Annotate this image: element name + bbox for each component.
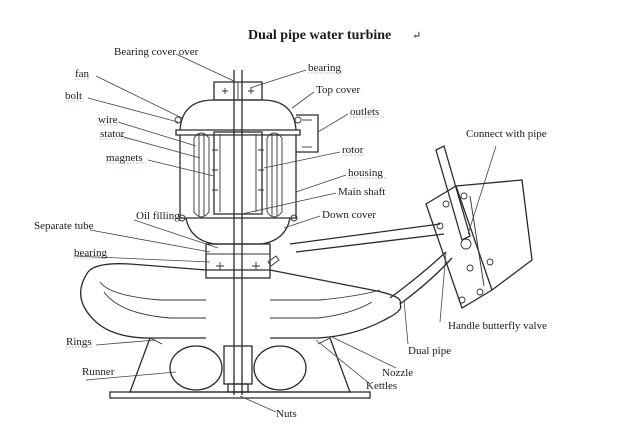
valve-handle (435, 145, 471, 241)
label-kettles: Kettles (366, 380, 397, 392)
housing-shape (179, 135, 297, 219)
label-housing: housing (348, 167, 383, 179)
label-separate-tube: Separate tube (34, 220, 94, 232)
generator-assembly (174, 70, 319, 395)
dual-pipe-upper (289, 223, 445, 253)
label-dual-pipe: Dual pipe (408, 345, 451, 357)
runner-left-bucket (169, 345, 223, 391)
casing-top-shape (87, 263, 402, 305)
label-top-cover: Top cover (316, 84, 360, 96)
top-cover-shape (179, 99, 297, 131)
label-bearing-top: bearing (308, 62, 341, 74)
label-magnets: magnets (106, 152, 143, 164)
diagram-title: Dual pipe water turbine (248, 28, 391, 43)
label-wire: wire (98, 114, 118, 126)
stator-windings (193, 132, 283, 218)
bearing-housing (205, 243, 280, 279)
pipe-assembly (289, 145, 533, 309)
label-nuts: Nuts (276, 408, 297, 420)
label-main-shaft: Main shaft (338, 186, 385, 198)
label-bearing-bottom: bearing (74, 247, 107, 259)
rings-shape (149, 337, 331, 345)
label-stator: stator (100, 128, 125, 140)
label-oil-filling: Oil filling (136, 210, 180, 222)
oil-filling-plug (267, 255, 280, 267)
label-outlets: outlets (350, 106, 379, 118)
nuts-shape (227, 383, 249, 393)
label-runner: Runner (82, 366, 115, 378)
label-connect-with-pipe: Connect with pipe (466, 128, 547, 140)
label-bolt: bolt (65, 90, 82, 102)
label-nozzle: Nozzle (382, 367, 413, 379)
label-handle-butterfly-valve: Handle butterfly valve (448, 320, 547, 332)
bolt-lower-left (178, 214, 186, 222)
label-rotor: rotor (342, 144, 364, 156)
dual-pipe-lower (389, 251, 453, 305)
label-rings: Rings (66, 336, 92, 348)
leader-lines (73, 53, 497, 413)
label-fan: fan (75, 68, 90, 80)
return-mark: ↵ (412, 30, 421, 42)
outlets-shape (296, 114, 319, 153)
bolt-upper-left (174, 116, 182, 124)
turbine-casing (80, 263, 402, 399)
separate-tube-shape (205, 243, 271, 279)
runner-hub (223, 345, 253, 385)
label-down-cover: Down cover (322, 209, 376, 221)
down-cover-shape (185, 217, 291, 245)
label-bearing-cover-over: Bearing cover over (114, 46, 199, 58)
casing-left-bulge (80, 271, 206, 339)
rotor-shape (213, 131, 263, 215)
runner-right-bucket (253, 345, 307, 391)
labels: Bearing cover over fan bolt wire stator … (34, 46, 547, 420)
